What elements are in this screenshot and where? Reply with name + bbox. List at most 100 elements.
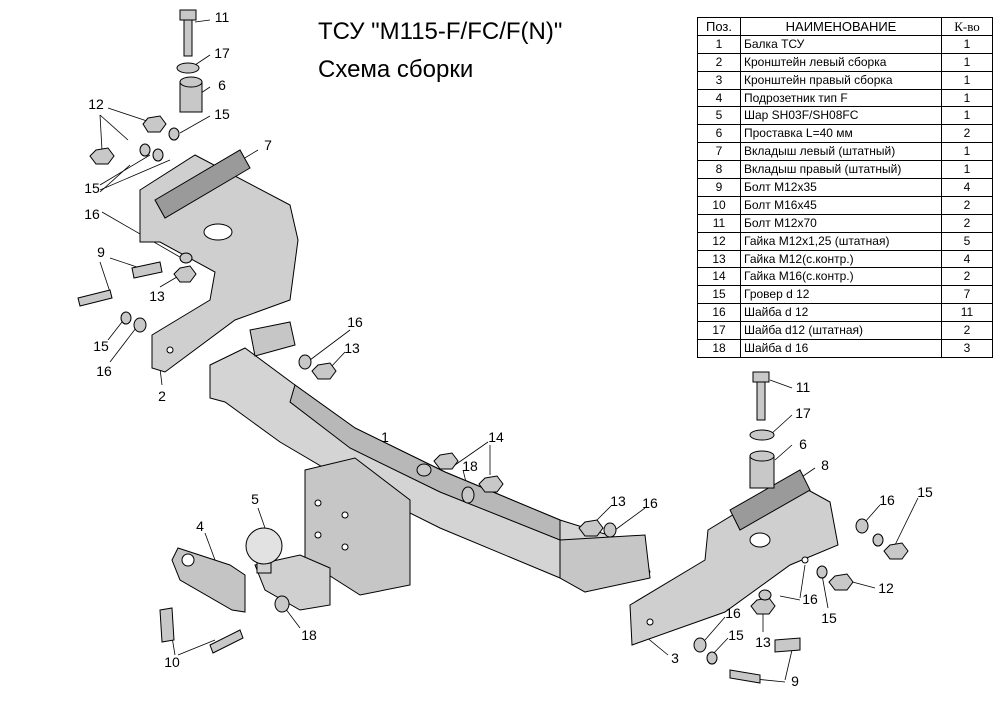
callout: 5 bbox=[251, 491, 259, 507]
callout: 16 bbox=[802, 591, 818, 607]
cell-position: 15 bbox=[697, 285, 741, 305]
cell-position: 13 bbox=[697, 249, 741, 269]
diagram-title: ТСУ "M115-F/FC/F(N)" bbox=[318, 18, 563, 45]
right-bracket bbox=[629, 469, 839, 646]
callout: 15 bbox=[214, 106, 230, 122]
cell-position: 5 bbox=[697, 106, 741, 126]
nut bbox=[142, 115, 167, 133]
cell-name: Шар SH03F/SH08FC bbox=[740, 106, 942, 126]
cell-name: Шайба d 12 bbox=[740, 303, 942, 323]
callout: 16 bbox=[96, 363, 112, 379]
left-insert bbox=[154, 149, 251, 219]
cell-quantity: 1 bbox=[941, 52, 993, 72]
cell-position: 8 bbox=[697, 160, 741, 180]
callout: 6 bbox=[218, 77, 226, 93]
bolt-m12x70 bbox=[756, 379, 766, 421]
cell-quantity: 2 bbox=[941, 213, 993, 233]
header-name: НАИМЕНОВАНИЕ bbox=[740, 17, 942, 36]
cell-quantity: 3 bbox=[941, 339, 993, 358]
cell-name: Проставка L=40 мм bbox=[740, 124, 942, 144]
cell-position: 7 bbox=[697, 142, 741, 162]
callout: 18 bbox=[301, 627, 317, 643]
cell-name: Шайба d 16 bbox=[740, 339, 942, 358]
cell-name: Шайба d12 (штатная) bbox=[740, 321, 942, 341]
callout: 11 bbox=[795, 379, 811, 395]
callout: 18 bbox=[462, 458, 478, 474]
socket-plate bbox=[171, 547, 246, 613]
callout: 11 bbox=[214, 9, 230, 25]
bolt bbox=[77, 289, 113, 307]
callout: 10 bbox=[164, 654, 180, 670]
callout: 16 bbox=[879, 492, 895, 508]
cell-name: Вкладыш правый (штатный) bbox=[740, 160, 942, 180]
callout: 17 bbox=[214, 45, 230, 61]
cell-quantity: 1 bbox=[941, 160, 993, 180]
cell-quantity: 2 bbox=[941, 321, 993, 341]
callout: 6 bbox=[799, 436, 807, 452]
cell-name: Гайка М12(с.контр.) bbox=[740, 249, 942, 269]
callout: 14 bbox=[488, 429, 504, 445]
callout: 15 bbox=[84, 180, 100, 196]
callout: 15 bbox=[93, 338, 109, 354]
cell-name: Подрозетник тип F bbox=[740, 88, 942, 108]
callout: 13 bbox=[344, 340, 360, 356]
cell-name: Болт М12х35 bbox=[740, 178, 942, 197]
tow-ball bbox=[245, 527, 331, 611]
cell-position: 17 bbox=[697, 321, 741, 341]
callout: 13 bbox=[610, 493, 626, 509]
callout: 12 bbox=[878, 580, 894, 596]
callout: 1 bbox=[381, 429, 389, 445]
cell-quantity: 2 bbox=[941, 195, 993, 215]
cell-name: Кронштейн правый сборка bbox=[740, 70, 942, 90]
cell-quantity: 4 bbox=[941, 178, 993, 197]
cell-name: Кронштейн левый сборка bbox=[740, 52, 942, 72]
callout: 13 bbox=[149, 288, 165, 304]
callout: 16 bbox=[642, 495, 658, 511]
diagram-subtitle: Схема сборки bbox=[318, 56, 474, 83]
callout: 16 bbox=[725, 605, 741, 621]
callout: 8 bbox=[821, 457, 829, 473]
cell-name: Вкладыш левый (штатный) bbox=[740, 142, 942, 162]
cell-quantity: 4 bbox=[941, 249, 993, 269]
cell-position: 18 bbox=[697, 339, 741, 358]
callout: 3 bbox=[671, 650, 679, 666]
cell-quantity: 1 bbox=[941, 70, 993, 90]
cell-position: 10 bbox=[697, 195, 741, 215]
cell-name: Гайка М16(с.контр.) bbox=[740, 267, 942, 287]
cell-quantity: 1 bbox=[941, 34, 993, 54]
callout: 17 bbox=[795, 405, 811, 421]
cell-quantity: 2 bbox=[941, 267, 993, 287]
callout: 9 bbox=[791, 673, 799, 689]
header-quantity: К-во bbox=[941, 17, 993, 36]
callout: 9 bbox=[97, 244, 105, 260]
cell-name: Гровер d 12 bbox=[740, 285, 942, 305]
leader-lines bbox=[99, 19, 919, 683]
cell-position: 9 bbox=[697, 178, 741, 197]
callout: 13 bbox=[755, 634, 771, 650]
callout: 16 bbox=[84, 206, 100, 222]
bolt-m12x70 bbox=[183, 17, 193, 57]
cell-quantity: 2 bbox=[941, 124, 993, 144]
callout: 16 bbox=[347, 314, 363, 330]
cell-position: 11 bbox=[697, 213, 741, 233]
right-insert bbox=[729, 469, 811, 531]
callout: 2 bbox=[158, 388, 166, 404]
